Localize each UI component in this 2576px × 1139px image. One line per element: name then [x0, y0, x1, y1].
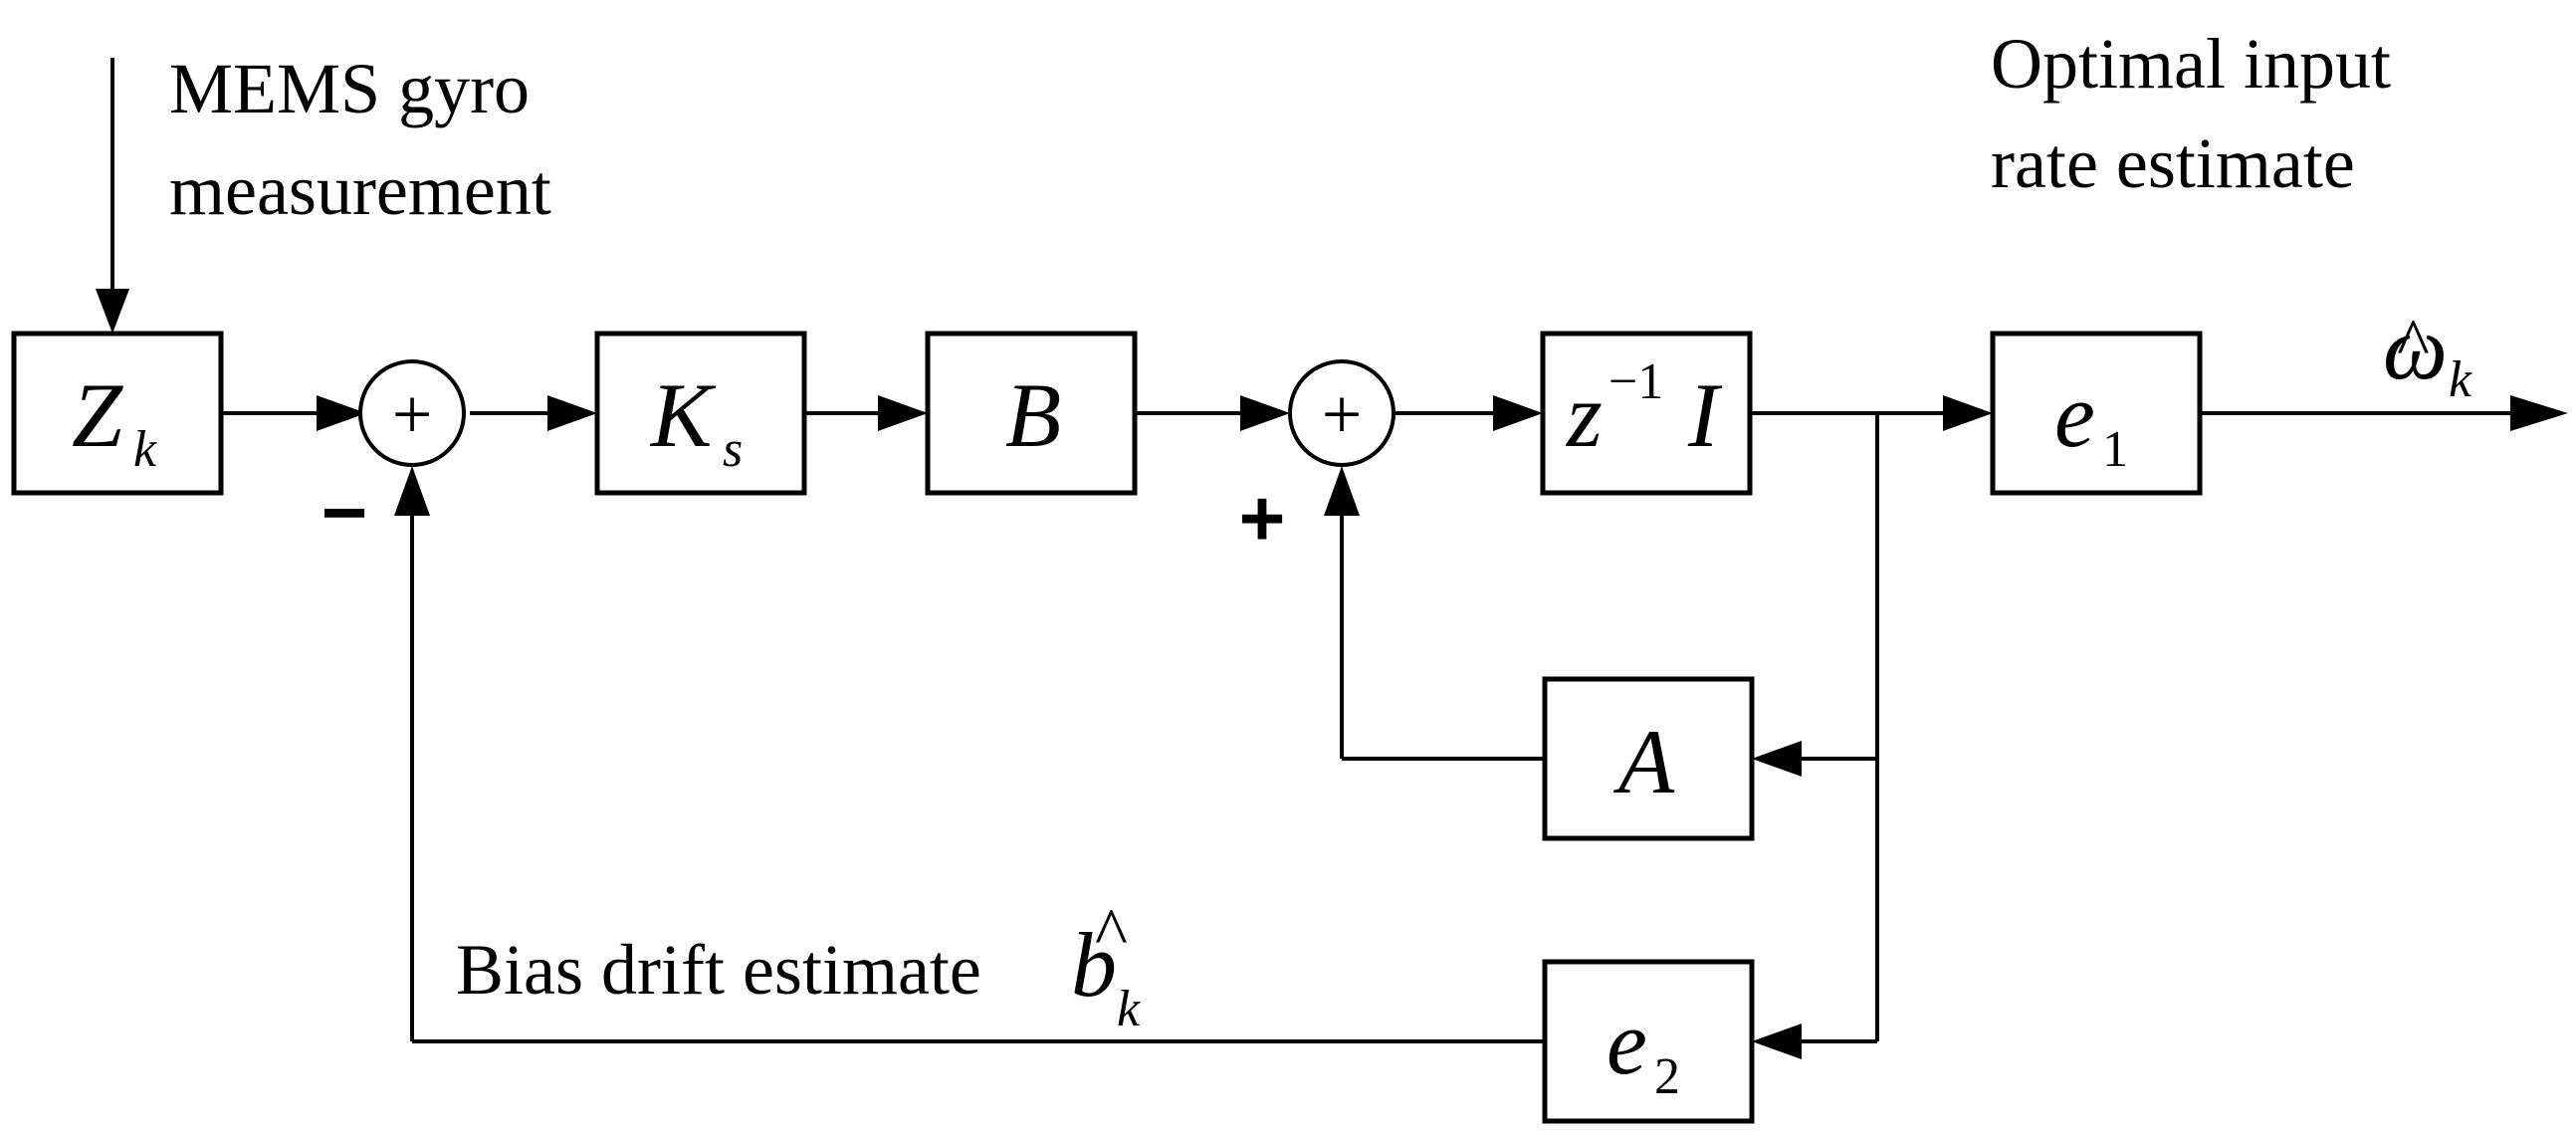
bias-hat-accent: ^	[1095, 895, 1128, 972]
input-label-line1: MEMS gyro	[169, 49, 530, 128]
arrowhead-a	[1752, 741, 1802, 777]
input-label-line2: measurement	[169, 150, 551, 230]
block-b-main: B	[1005, 364, 1061, 466]
block-zk: Z k	[11, 331, 224, 496]
block-ks-main: K	[649, 364, 717, 466]
summing-junction-2-sign: +	[1239, 474, 1286, 563]
summing-junction-1-sign: −	[322, 468, 368, 557]
block-e1-main: e	[2054, 364, 2095, 466]
arrowhead-e2	[1752, 1024, 1802, 1059]
block-delay-tail: I	[1687, 364, 1723, 466]
omega-hat-label: ^ ω k	[2383, 297, 2472, 408]
arrowhead-delay	[1493, 395, 1543, 431]
summing-junction-1-symbol: +	[392, 374, 433, 454]
block-zk-main: Z	[72, 364, 123, 466]
summing-junction-1: +	[358, 359, 466, 467]
omega-hat-sub: k	[2449, 351, 2472, 408]
arrowhead-e1	[1943, 395, 1993, 431]
block-b: B	[925, 331, 1138, 496]
block-e2-main: e	[1607, 992, 1647, 1093]
block-e2-sub: 2	[1654, 1048, 1680, 1105]
output-label-line1: Optimal input	[1991, 24, 2391, 104]
block-ks-sub: s	[723, 421, 743, 478]
summing-junction-2-symbol: +	[1322, 374, 1363, 454]
bias-hat-label: ^ b k	[1071, 895, 1141, 1037]
omega-hat-main: ω	[2383, 297, 2448, 398]
arrowhead-b	[878, 395, 928, 431]
block-e1: e 1	[1990, 331, 2203, 496]
arrowhead-output	[2510, 395, 2568, 431]
arrowhead-sum2	[1240, 395, 1290, 431]
block-ks: K s	[594, 331, 807, 496]
summing-junction-2: +	[1288, 359, 1395, 467]
bias-drift-label: Bias drift estimate	[456, 930, 981, 1010]
input-arrowhead	[96, 289, 129, 334]
block-e1-sub: 1	[2102, 421, 2128, 478]
block-delay-sup: −1	[1609, 353, 1663, 410]
block-delay-main: z	[1565, 364, 1603, 466]
arrowhead-sum1	[317, 395, 366, 431]
omega-hat-accent: ^	[2397, 306, 2430, 382]
bias-hat-sub: k	[1117, 981, 1141, 1037]
block-zk-sub: k	[133, 421, 157, 478]
bias-hat-main: b	[1071, 914, 1117, 1016]
block-a-main: A	[1612, 711, 1675, 812]
arrowhead-ks	[547, 395, 597, 431]
block-delay: z −1 I	[1540, 331, 1753, 496]
block-e2: e 2	[1542, 959, 1755, 1124]
arrowhead-sum1-bottom	[394, 466, 430, 516]
block-a: A	[1542, 676, 1755, 841]
arrowhead-sum2-bottom	[1324, 466, 1360, 516]
output-label-line2: rate estimate	[1991, 123, 2355, 203]
